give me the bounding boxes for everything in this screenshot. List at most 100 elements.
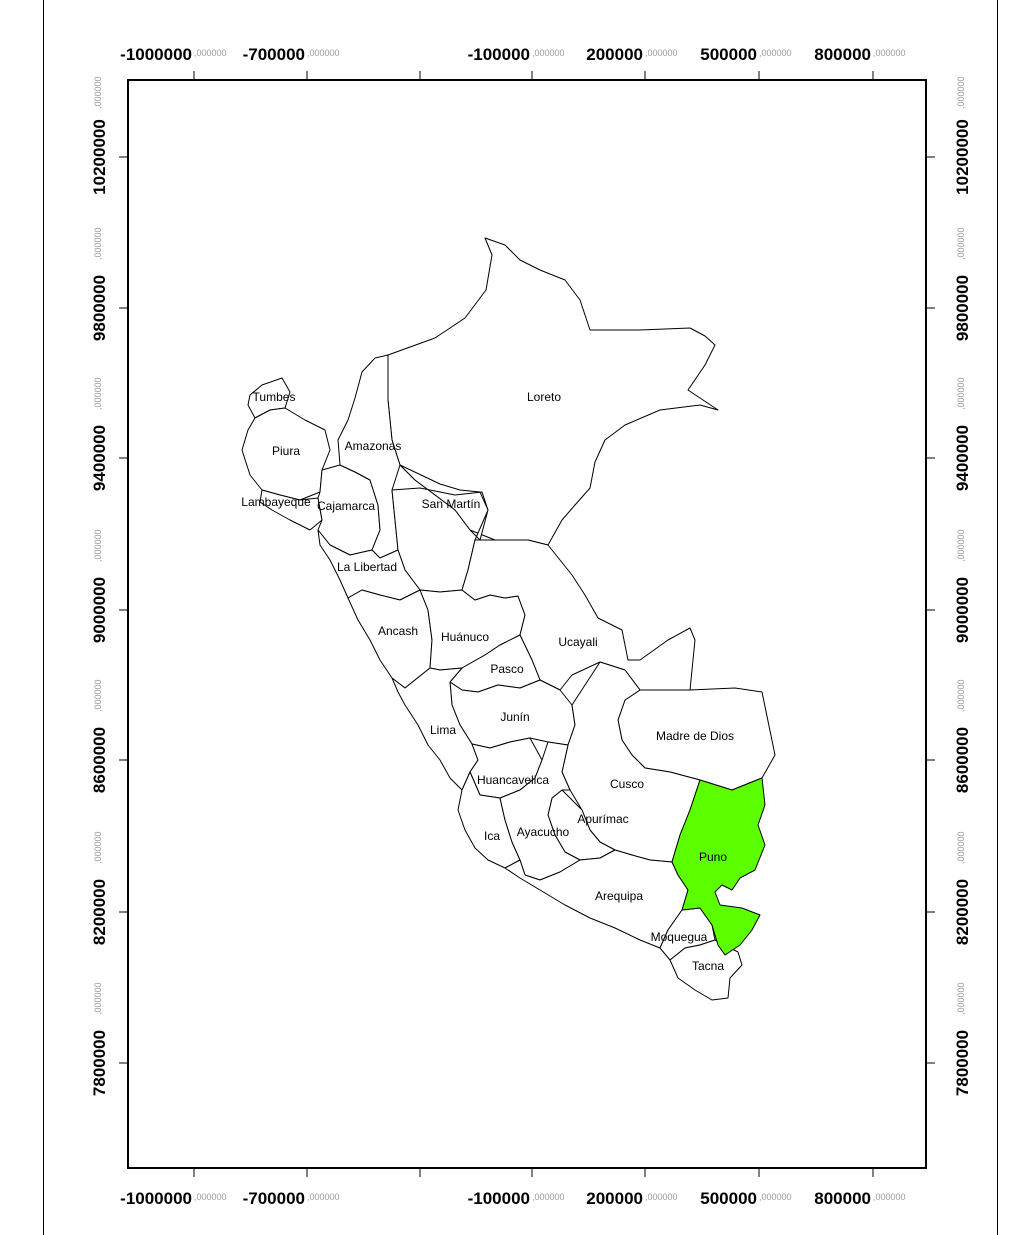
region-label-lambayeque: Lambayeque — [241, 495, 311, 509]
tick-value: 200000 — [586, 45, 643, 64]
region-label-amazonas: Amazonas — [345, 439, 402, 453]
x-tick-label-top: -100000,000000 — [468, 45, 565, 64]
tick-value: 8600000 — [953, 727, 972, 793]
region-label-ayacucho: Ayacucho — [517, 825, 570, 839]
tick-suffix: ,000000 — [532, 1192, 565, 1202]
region-puno — [671, 777, 766, 956]
region-label-tumbes: Tumbes — [253, 390, 296, 404]
y-tick-label-right: 9800000 ,000000 — [953, 227, 972, 341]
region-label-tacna: Tacna — [692, 959, 724, 973]
region-label-pasco: Pasco — [490, 662, 524, 676]
tick-suffix: ,000000 — [194, 1192, 227, 1202]
region-label-apur-mac: Apurímac — [577, 812, 628, 826]
tick-value: 9400000 — [90, 425, 109, 491]
tick-suffix: ,000000 — [873, 48, 906, 58]
tick-suffix: ,000000 — [956, 227, 966, 260]
tick-text: 10200000 — [953, 119, 972, 195]
tick-value: 800000 — [814, 45, 871, 64]
tick-suffix: ,000000 — [194, 48, 227, 58]
tick-text: 9800000 — [90, 275, 109, 341]
region-label-arequipa: Arequipa — [595, 889, 643, 903]
y-tick-label-left: 8200000 ,000000 — [90, 831, 109, 945]
tick-suffix: ,000000 — [93, 679, 103, 712]
tick-suffix: ,000000 — [93, 377, 103, 410]
tick-value: 800000 — [814, 1189, 871, 1208]
y-tick-label-left: 9800000,000000 — [90, 227, 109, 341]
region-label-moquegua: Moquegua — [651, 930, 708, 944]
tick-text: 9000000 — [953, 577, 972, 643]
y-tick-label-right: 8600000 ,000000 — [953, 679, 972, 793]
y-tick-label-left: 9400000 ,000000 — [90, 377, 109, 491]
region-label-loreto: Loreto — [527, 390, 561, 404]
tick-value: 8200000 — [90, 879, 109, 945]
tick-value: 10200000 — [953, 119, 972, 195]
y-tick-label-left: 10200000 ,000000 — [90, 76, 109, 194]
tick-value: 10200000 — [90, 119, 109, 195]
region-label-ica: Ica — [484, 829, 500, 843]
y-tick-label-left: 8600000 ,000000 — [90, 679, 109, 793]
y-tick-label-right: 9400000,000000 — [953, 377, 972, 491]
tick-text: 9800000 — [953, 275, 972, 341]
tick-value: 500000 — [700, 45, 757, 64]
map-frame — [127, 79, 927, 1169]
y-tick-label-left: 9000000 ,000000 — [90, 529, 109, 643]
tick-text: 7800000 — [90, 1030, 109, 1096]
region-label-cajamarca: Cajamarca — [317, 499, 375, 513]
tick-value: 9000000 — [90, 577, 109, 643]
x-tick-label-top: -700000,000000 — [243, 45, 340, 64]
region-label-ancash: Ancash — [378, 624, 418, 638]
tick-suffix: ,000000 — [759, 1192, 792, 1202]
region-label-huancavelica: Huancavelica — [477, 773, 549, 787]
y-tick-label-right: 8200000,000000 — [953, 831, 972, 945]
tick-suffix: ,000000 — [873, 1192, 906, 1202]
y-tick-label-left: 7800000,000000 — [90, 982, 109, 1096]
tick-value: 9000000 — [953, 577, 972, 643]
tick-suffix: ,000000 — [307, 1192, 340, 1202]
tick-value: 8200000 — [953, 879, 972, 945]
tick-text: 7800000 — [953, 1030, 972, 1096]
region-label-puno: Puno — [699, 850, 727, 864]
tick-text: 8200000 — [90, 879, 109, 945]
page-frame — [43, 0, 998, 1235]
tick-suffix: ,000000 — [93, 529, 103, 562]
tick-text: 10200000 — [90, 119, 109, 195]
x-tick-label-bottom: -700000,000000 — [243, 1189, 340, 1208]
tick-suffix: ,000000 — [956, 679, 966, 712]
tick-value: 8600000 — [90, 727, 109, 793]
tick-suffix: ,000000 — [956, 982, 966, 1015]
y-tick-label-right: 10200000,000000 — [953, 76, 972, 194]
tick-suffix: ,000000 — [956, 529, 966, 562]
region-amazonas — [337, 354, 401, 559]
tick-text: 9000000 — [90, 577, 109, 643]
tick-text: 8600000 — [90, 727, 109, 793]
tick-value: -700000 — [243, 1189, 305, 1208]
region-label-san-mart-n: San Martín — [422, 497, 481, 511]
x-tick-label-top: -1000000,000000 — [120, 45, 226, 64]
region-label-piura: Piura — [272, 444, 300, 458]
tick-value: 200000 — [586, 1189, 643, 1208]
x-tick-label-top: 200000,000000 — [586, 45, 677, 64]
tick-marks: -1000000,000000-1000000,000000-700000,00… — [90, 45, 972, 1208]
y-tick-label-right: 9000000 ,000000 — [953, 529, 972, 643]
region-label-lima: Lima — [430, 723, 456, 737]
departments — [241, 237, 776, 1001]
x-tick-label-bottom: -1000000,000000 — [120, 1189, 226, 1208]
region-label-hu-nuco: Huánuco — [441, 630, 489, 644]
tick-value: -100000 — [468, 45, 530, 64]
tick-value: -100000 — [468, 1189, 530, 1208]
tick-value: 7800000 — [953, 1030, 972, 1096]
tick-suffix: ,000000 — [93, 76, 103, 109]
tick-value: -700000 — [243, 45, 305, 64]
tick-value: 7800000 — [90, 1030, 109, 1096]
region-tacna — [669, 939, 743, 1001]
tick-suffix: ,000000 — [307, 48, 340, 58]
tick-text: 9400000 — [90, 425, 109, 491]
tick-text: 9400000 — [953, 425, 972, 491]
x-tick-label-bottom: 800000,000000 — [814, 1189, 905, 1208]
x-tick-label-top: 500000,000000 — [700, 45, 791, 64]
tick-text: 8600000 — [953, 727, 972, 793]
tick-suffix: ,000000 — [93, 831, 103, 864]
tick-value: -1000000 — [120, 45, 192, 64]
